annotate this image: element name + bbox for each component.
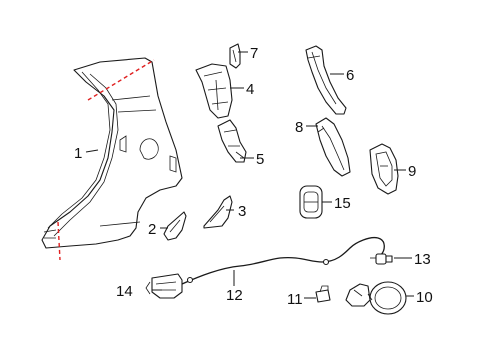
callout-11: 11 (287, 291, 303, 308)
callout-10: 10 (416, 289, 433, 306)
callout-8: 8 (295, 119, 303, 136)
callout-5: 5 (256, 151, 264, 168)
callout-6: 6 (346, 67, 354, 84)
actuator-14 (145, 273, 183, 299)
fuel-housing-9 (369, 143, 399, 195)
callout-13: 13 (414, 251, 431, 268)
cut-line-lower (57, 221, 61, 261)
release-cable-12 (181, 236, 385, 285)
quarter-panel (41, 57, 183, 249)
clip-7 (229, 43, 241, 69)
callout-3: 3 (238, 203, 246, 220)
callout-9: 9 (408, 163, 416, 180)
plug-13 (370, 253, 393, 265)
reinforcement-4 (195, 63, 233, 119)
callout-2: 2 (148, 221, 156, 238)
callout-12: 12 (226, 287, 243, 304)
bracket-5 (217, 119, 247, 163)
pillar-6 (305, 45, 347, 115)
callout-1: 1 (74, 145, 82, 162)
grommet-15 (299, 185, 323, 219)
callout-14: 14 (116, 283, 133, 300)
clip-11 (315, 285, 331, 303)
extension-3 (203, 195, 233, 229)
callout-4: 4 (246, 81, 254, 98)
callout-15: 15 (334, 195, 351, 212)
leader-1 (85, 149, 99, 153)
callout-7: 7 (250, 45, 258, 62)
fuel-door-10 (345, 281, 407, 315)
cut-line-upper (87, 59, 155, 101)
housing-8 (315, 117, 351, 177)
bracket-2 (163, 211, 187, 241)
